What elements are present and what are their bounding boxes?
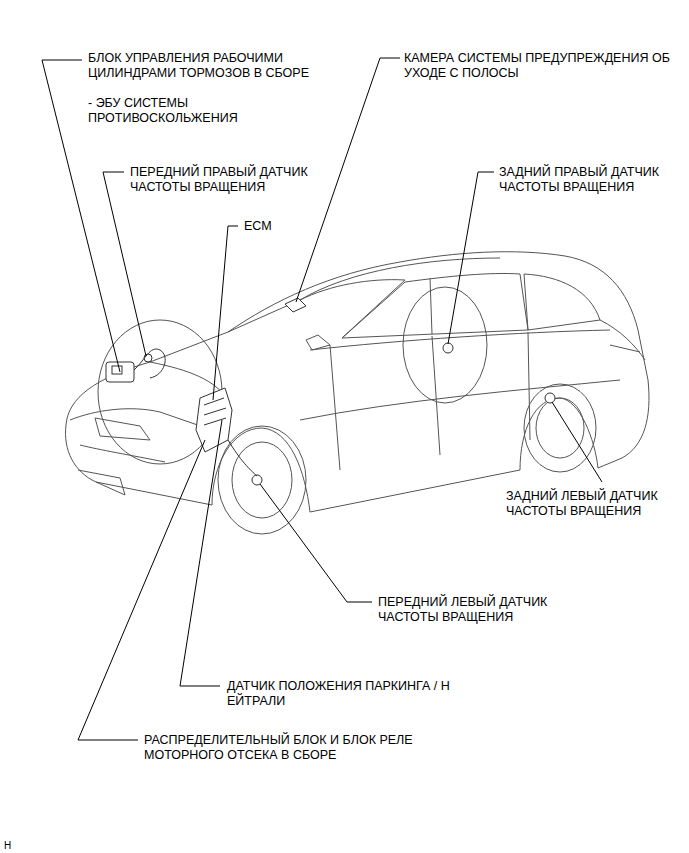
figure-code: H xyxy=(4,838,34,853)
component-label: КАМЕРА СИСТЕМЫ ПРЕДУПРЕЖДЕНИЯ ОБ УХОДЕ С… xyxy=(404,51,684,81)
component-label: ПЕРЕДНИЙ ПРАВЫЙ ДАТЧИК ЧАСТОТЫ ВРАЩЕНИЯ xyxy=(130,165,350,195)
component-label: ЗАДНИЙ ЛЕВЫЙ ДАТЧИК ЧАСТОТЫ ВРАЩЕНИЯ xyxy=(506,489,686,519)
component-label: - ЭБУ СИСТЕМЫ ПРОТИВОСКОЛЬЖЕНИЯ xyxy=(88,96,288,126)
component-label: ECM xyxy=(244,219,304,234)
component-label: БЛОК УПРАВЛЕНИЯ РАБОЧИМИ ЦИЛИНДРАМИ ТОРМ… xyxy=(88,51,348,81)
component-label: ПЕРЕДНИЙ ЛЕВЫЙ ДАТЧИК ЧАСТОТЫ ВРАЩЕНИЯ xyxy=(378,595,588,625)
component-label: ЗАДНИЙ ПРАВЫЙ ДАТЧИК ЧАСТОТЫ ВРАЩЕНИЯ xyxy=(499,165,684,195)
component-label: РАСПРЕДЕЛИТЕЛЬНЫЙ БЛОК И БЛОК РЕЛЕ МОТОР… xyxy=(144,733,414,763)
component-label: ДАТЧИК ПОЛОЖЕНИЯ ПАРКИНГА / Н ЕЙТРАЛИ xyxy=(227,679,472,709)
